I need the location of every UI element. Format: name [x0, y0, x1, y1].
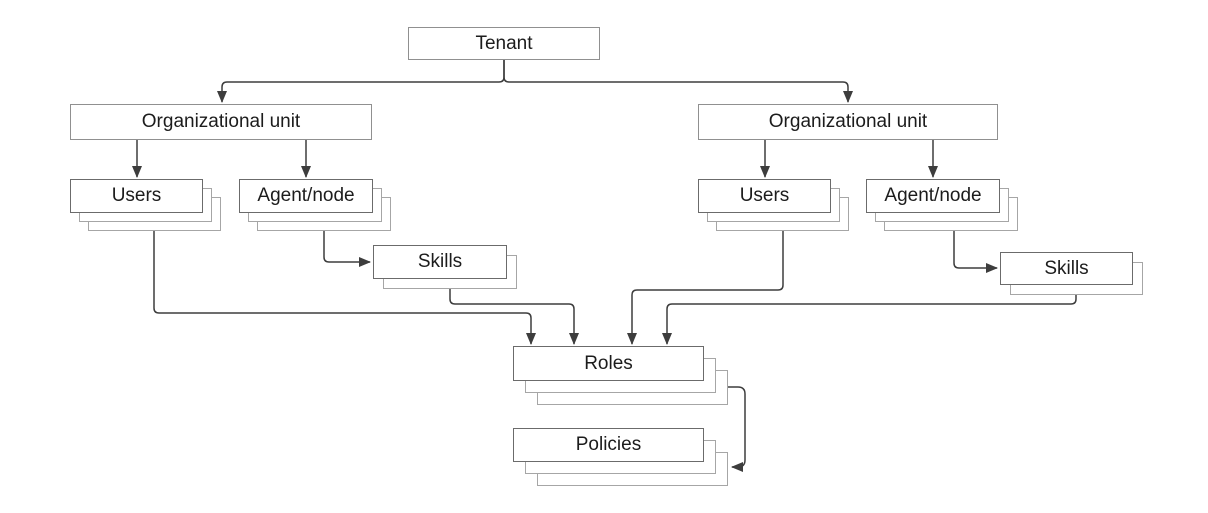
node-org-unit-left: Organizational unit	[70, 104, 372, 140]
node-users-left: Users	[70, 179, 221, 231]
node-users-right-label: Users	[698, 179, 831, 213]
node-skills-right-label: Skills	[1000, 252, 1133, 285]
node-skills-left: Skills	[373, 245, 517, 289]
node-agent-node-right-label: Agent/node	[866, 179, 1000, 213]
edge-skillsright-roles	[662, 295, 1077, 345]
node-policies: Policies	[513, 428, 728, 486]
node-skills-left-label: Skills	[373, 245, 507, 279]
edge-usersright-roles	[627, 231, 784, 345]
edge-agentleft-skills	[323, 231, 371, 267]
node-org-unit-right: Organizational unit	[698, 104, 998, 140]
edge-agentright-skills	[953, 231, 998, 273]
node-roles-label: Roles	[513, 346, 704, 381]
edge-roles-policies	[728, 386, 746, 472]
node-roles: Roles	[513, 346, 728, 405]
node-skills-right: Skills	[1000, 252, 1143, 295]
edge-skillsleft-roles	[449, 289, 579, 345]
node-users-right: Users	[698, 179, 849, 231]
node-tenant: Tenant	[408, 27, 600, 60]
node-agent-node-left: Agent/node	[239, 179, 391, 231]
node-agent-node-left-label: Agent/node	[239, 179, 373, 213]
node-policies-label: Policies	[513, 428, 704, 462]
edge-tenant-org-left	[217, 60, 505, 103]
node-agent-node-right: Agent/node	[866, 179, 1018, 231]
node-users-left-label: Users	[70, 179, 203, 213]
edge-tenant-org-right	[503, 60, 853, 103]
